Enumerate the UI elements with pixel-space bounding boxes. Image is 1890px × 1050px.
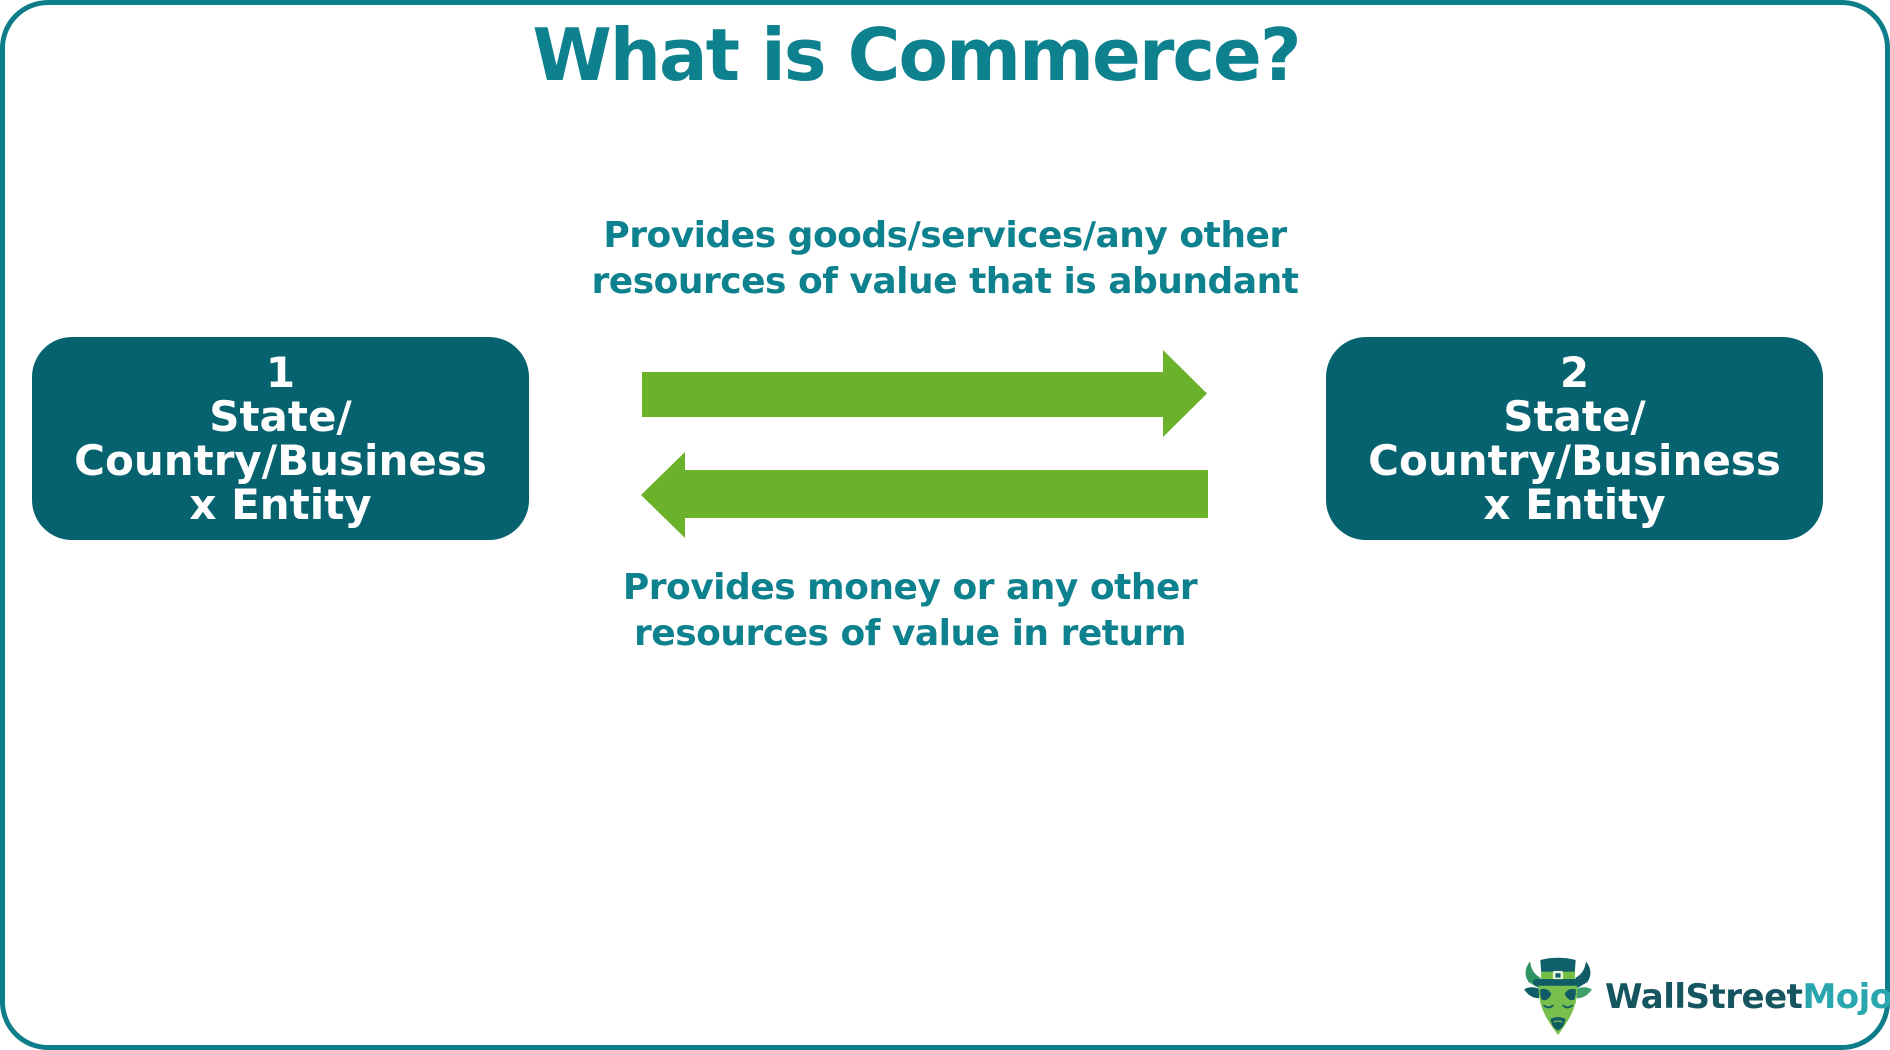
entity-2-line2: Country/Business bbox=[1368, 435, 1781, 485]
flow-arrows bbox=[641, 350, 1208, 538]
entity-box-2: 2 State/ Country/Business x Entity bbox=[1326, 337, 1823, 540]
flow-label-top: Provides goods/services/any other resour… bbox=[565, 213, 1325, 305]
logo-text-wallstreet: WallStreet bbox=[1605, 977, 1803, 1017]
wallstreetmojo-wordmark: WallStreetMojo bbox=[1605, 977, 1890, 1017]
flow-label-top-line2: resources of value that is abundant bbox=[591, 261, 1299, 302]
wallstreetmojo-logo: WallStreetMojo bbox=[1521, 955, 1890, 1039]
entity-2-line1: State/ bbox=[1503, 391, 1646, 441]
page-title: What is Commerce? bbox=[532, 13, 1301, 97]
arrow-left-icon bbox=[641, 452, 1208, 538]
arrow-right-icon bbox=[642, 350, 1207, 437]
entity-2-line3: x Entity bbox=[1483, 479, 1666, 529]
flow-label-top-line1: Provides goods/services/any other bbox=[603, 215, 1287, 256]
entity-box-1: 1 State/ Country/Business x Entity bbox=[32, 337, 529, 540]
flow-label-bottom: Provides money or any other resources of… bbox=[530, 565, 1290, 657]
entity-1-line1: State/ bbox=[209, 391, 352, 441]
flow-label-bottom-line2: resources of value in return bbox=[634, 613, 1186, 654]
bull-mascot-icon bbox=[1524, 957, 1592, 1035]
logo-text-mojo: Mojo bbox=[1802, 977, 1890, 1017]
flow-label-bottom-line1: Provides money or any other bbox=[622, 567, 1198, 608]
entity-1-number: 1 bbox=[265, 347, 296, 397]
entity-1-line2: Country/Business bbox=[74, 435, 487, 485]
entity-1-line3: x Entity bbox=[189, 479, 372, 529]
entity-2-number: 2 bbox=[1559, 347, 1590, 397]
